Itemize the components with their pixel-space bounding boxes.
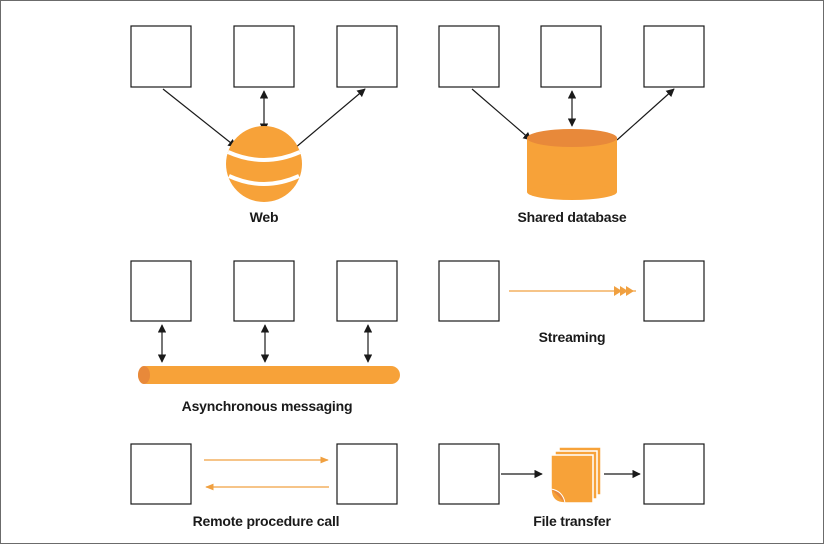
web-node-1 [130,25,192,88]
rpc-label: Remote procedure call [193,513,340,529]
db-arrow-3 [616,88,675,141]
streaming-group: Streaming [438,260,705,345]
web-group: Web [130,25,398,225]
web-node-3 [336,25,398,88]
async-node-3 [336,260,398,322]
db-node-3 [643,25,705,88]
rpc-node-2 [336,443,398,505]
file-source-node [438,443,500,505]
db-node-2 [540,25,602,88]
message-bus-icon [138,366,400,384]
streaming-label: Streaming [539,329,606,345]
web-arrow-3 [294,88,366,149]
file-transfer-label: File transfer [533,513,611,529]
database-icon [527,129,617,200]
web-label: Web [250,209,279,225]
stream-arrowheads-icon [614,286,634,296]
shared-database-group: Shared database [438,25,705,225]
shared-database-label: Shared database [517,209,626,225]
stream-source-node [438,260,500,322]
rpc-group: Remote procedure call [130,443,398,529]
async-messaging-label: Asynchronous messaging [182,398,353,414]
file-transfer-group: File transfer [438,443,705,529]
async-node-1 [130,260,192,322]
db-node-1 [438,25,500,88]
files-icon [550,446,602,504]
web-node-2 [233,25,295,88]
async-messaging-group: Asynchronous messaging [130,260,400,414]
globe-icon [226,126,302,202]
file-target-node [643,443,705,505]
stream-target-node [643,260,705,322]
db-arrow-1 [471,88,532,141]
web-arrow-1 [162,88,237,148]
rpc-node-1 [130,443,192,505]
async-node-2 [233,260,295,322]
